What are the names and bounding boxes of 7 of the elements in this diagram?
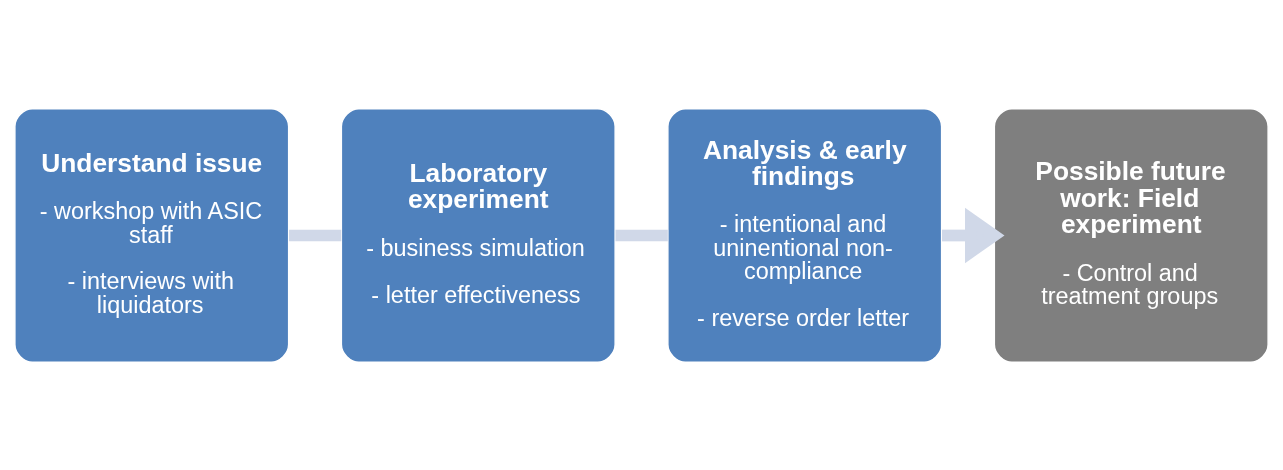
arrow bbox=[942, 207, 1005, 263]
node-box: Possible future work: Field experiment - Control and treatment groups bbox=[993, 107, 1269, 363]
node-box: Analysis & early findings - intentional and uninentional non-compliance - reverse order letter bbox=[667, 107, 943, 363]
node-box: Laboratory experiment - business simulation - letter effectiveness bbox=[340, 107, 616, 363]
connector bbox=[615, 229, 668, 241]
connector bbox=[289, 229, 342, 241]
node-box: Understand issue - workshop with ASIC staff - interviews with liquidators bbox=[14, 107, 290, 363]
